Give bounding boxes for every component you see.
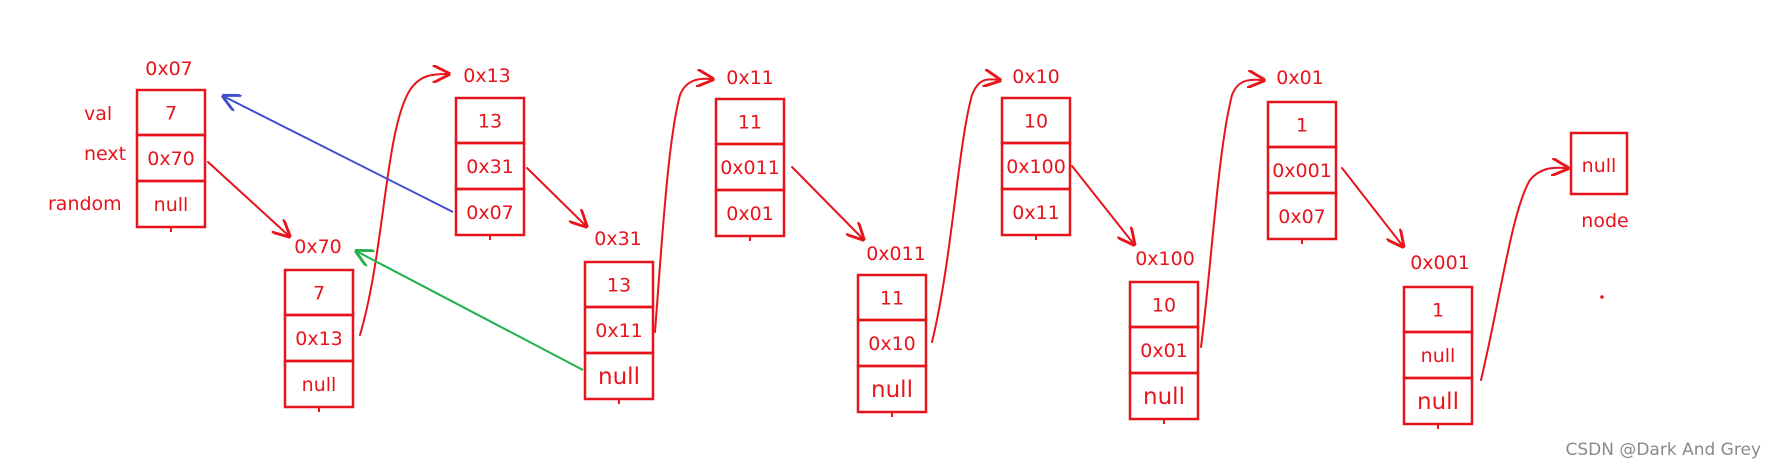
arrow-next-0x31-to-0x11 xyxy=(654,79,711,333)
node-cell-val: 10 xyxy=(1024,111,1048,133)
node-cell-random: 0x11 xyxy=(1012,202,1060,224)
arrow-next-0x70-to-0x13 xyxy=(359,74,447,336)
terminal-node-box xyxy=(1569,131,1629,196)
arrow-next-0x13-to-0x31 xyxy=(526,167,585,225)
node-cell-random: null xyxy=(871,377,913,403)
node-cell-val: 11 xyxy=(880,288,904,310)
node-cell-val: 13 xyxy=(607,275,631,297)
node-0x70: 0x70 7 0x13 null xyxy=(283,236,355,412)
node-0x11: 0x11 11 0x011 0x01 xyxy=(714,67,786,241)
node-cell-random: 0x07 xyxy=(466,202,514,224)
arrow-next-0x100-to-0x01 xyxy=(1200,80,1262,348)
node-cell-next: 0x100 xyxy=(1006,156,1066,178)
node-cell-random: null xyxy=(598,364,640,390)
node-address-label: 0x70 xyxy=(294,236,342,258)
node-address-label: 0x13 xyxy=(463,65,511,87)
arrow-next-0x11-to-0x011 xyxy=(791,166,862,238)
node-0x13: 0x13 13 0x31 0x07 xyxy=(454,65,526,240)
arrow-next-0x011-to-0x10 xyxy=(931,79,998,343)
node-0x31: 0x31 13 0x11 null xyxy=(583,228,655,404)
node-0x10: 0x10 10 0x100 0x11 xyxy=(1000,66,1072,240)
next-arrows xyxy=(207,74,1566,381)
node-cell-next: null xyxy=(1421,345,1456,367)
node-cell-random: 0x01 xyxy=(726,203,774,225)
node-cell-random: null xyxy=(1417,389,1459,415)
arrow-next-0x07-to-0x70 xyxy=(207,161,288,235)
node-cell-next: 0x10 xyxy=(868,333,916,355)
node-cell-random: 0x07 xyxy=(1278,206,1326,228)
node-cell-val: 1 xyxy=(1296,115,1308,137)
arrow-next-0x01-to-0x001 xyxy=(1341,167,1402,245)
node-cell-val: 10 xyxy=(1152,295,1176,317)
node-cell-val: 11 xyxy=(738,112,762,134)
node-address-label: 0x07 xyxy=(145,58,193,80)
node-cell-next: 0x70 xyxy=(147,148,195,170)
terminal-node-value: null xyxy=(1582,155,1617,177)
node-cell-random: null xyxy=(302,374,337,396)
node-0x001: 0x001 1 null null xyxy=(1402,252,1474,429)
node-address-label: 0x01 xyxy=(1276,67,1324,89)
node-0x01: 0x01 1 0x001 0x07 xyxy=(1266,67,1338,244)
nodes-layer: 0x07 7 0x70 null 0x70 7 0x13 null 0x13 13 0x31 0x07… xyxy=(135,58,1474,429)
field-label-val: val xyxy=(84,103,112,125)
node-address-label: 0x001 xyxy=(1410,252,1470,274)
node-cell-next: 0x001 xyxy=(1272,160,1332,182)
node-cell-next: 0x11 xyxy=(595,320,643,342)
node-address-label: 0x10 xyxy=(1012,66,1060,88)
node-cell-val: 1 xyxy=(1432,300,1444,322)
node-cell-next: 0x011 xyxy=(720,157,780,179)
node-address-label: 0x100 xyxy=(1135,248,1195,270)
terminal-node-label: node xyxy=(1581,210,1628,232)
arrow-next-0x10-to-0x100 xyxy=(1071,165,1133,243)
field-label-random: random xyxy=(48,193,122,215)
arrow-random-0x13-to-0x07 xyxy=(225,97,454,213)
arrow-random-0x31-to-0x70 xyxy=(358,252,584,371)
stray-dot xyxy=(1600,295,1604,299)
node-0x07: 0x07 7 0x70 null xyxy=(135,58,207,232)
node-cell-val: 7 xyxy=(165,103,177,125)
node-cell-next: 0x01 xyxy=(1140,340,1188,362)
arrow-next-0x001-to-terminal xyxy=(1480,168,1566,381)
node-0x011: 0x011 11 0x10 null xyxy=(856,243,928,417)
node-cell-random: null xyxy=(154,194,189,216)
watermark: CSDN @Dark And Grey xyxy=(1565,440,1761,460)
node-cell-val: 13 xyxy=(478,111,502,133)
node-cell-val: 7 xyxy=(313,283,325,305)
node-cell-next: 0x13 xyxy=(295,328,343,350)
terminal-node: null node xyxy=(1569,131,1629,299)
node-0x100: 0x100 10 0x01 null xyxy=(1128,248,1200,424)
node-address-label: 0x11 xyxy=(726,67,774,89)
node-cell-next: 0x31 xyxy=(466,156,514,178)
field-label-next: next xyxy=(84,143,126,165)
node-address-label: 0x011 xyxy=(866,243,926,265)
node-cell-random: null xyxy=(1143,384,1185,410)
node-address-label: 0x31 xyxy=(594,228,642,250)
